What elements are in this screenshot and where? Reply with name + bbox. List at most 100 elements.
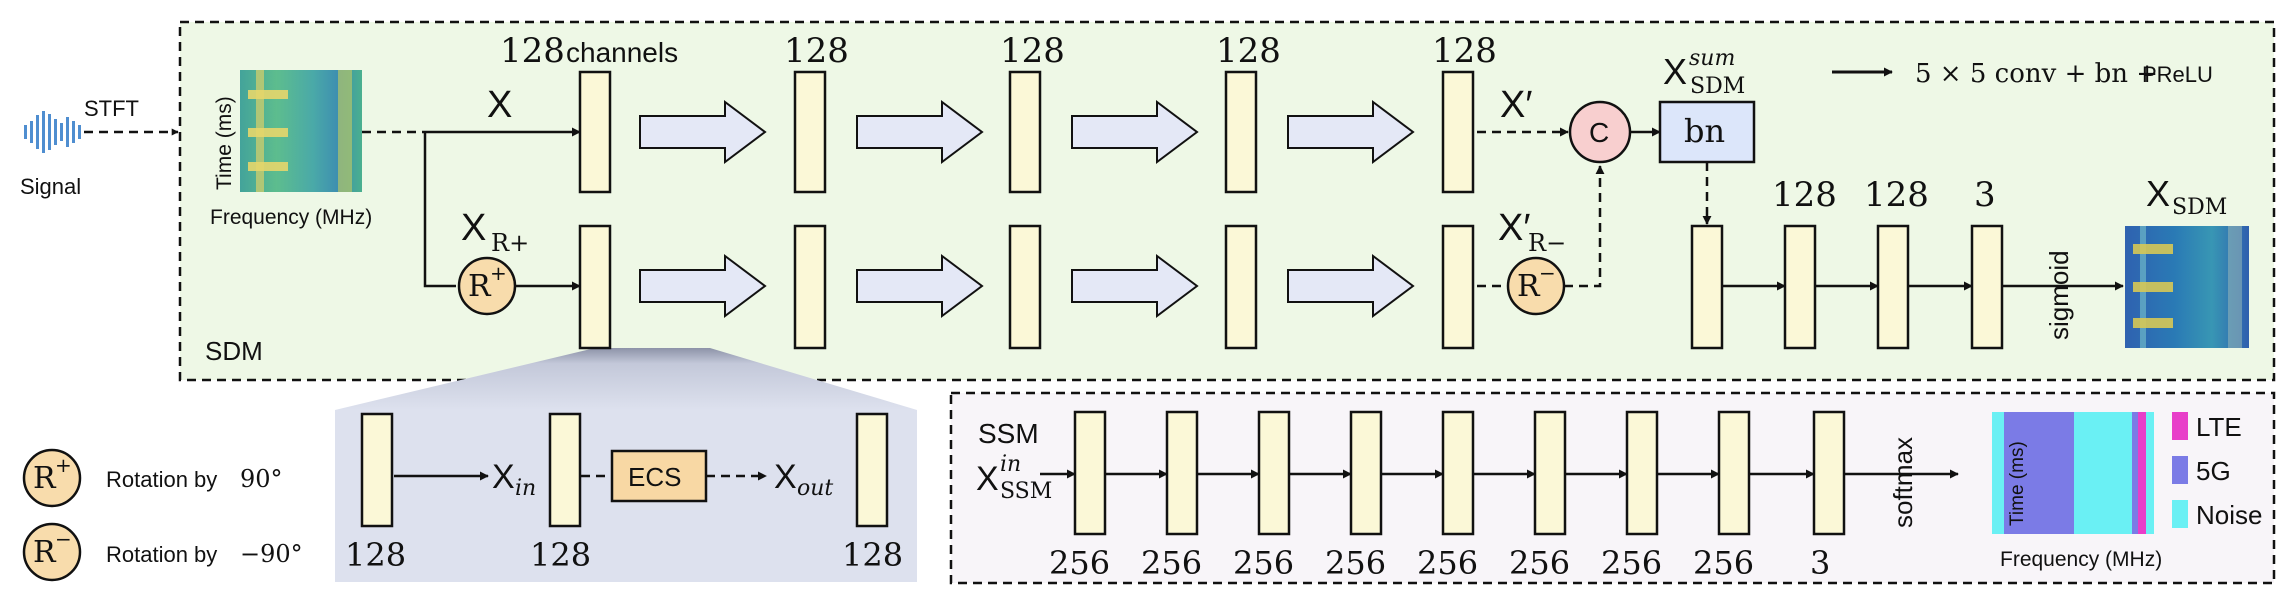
output-label-base: X — [2146, 173, 2170, 214]
signal-icon — [24, 111, 81, 153]
conv-block-bottom — [1224, 224, 1258, 350]
top-output-label: X′ — [1500, 84, 1532, 126]
legend-rotation-plus-icon — [22, 448, 82, 508]
legend-conv-text: 5 × 5 conv + bn + — [1915, 59, 2158, 89]
ssm-output-map — [1992, 412, 2154, 534]
ssm-channel-label: 256 — [1141, 544, 1202, 582]
signal-bar — [30, 121, 33, 143]
sdm-panel-label: SDM — [205, 336, 263, 366]
conv-block-top — [1224, 70, 1258, 194]
ecs-channel-label: 128 — [842, 536, 903, 574]
ssm-conv-block — [1073, 410, 1107, 536]
ecs-channel-label: 128 — [345, 536, 406, 574]
sdm-head-blocks — [1690, 224, 2004, 350]
signal-bar — [60, 123, 63, 141]
concat-symbol: C — [1589, 117, 1609, 148]
top-channel-label: 128 — [1000, 31, 1065, 71]
conv-block-top — [578, 70, 612, 194]
ssm-output-strip — [2004, 412, 2074, 534]
legend-rotation-plus-text: Rotation by — [106, 467, 217, 492]
ssm-output-x-axis: Frequency (MHz) — [2000, 548, 2162, 571]
fat-arrow — [1071, 254, 1199, 318]
legend-rotation-minus-text: Rotation by — [106, 542, 217, 567]
fat-arrow — [856, 100, 984, 164]
ssm-input-sup: in — [1000, 452, 1021, 477]
rotation-minus-node-sup: − — [1539, 261, 1556, 285]
conv-block-bottom — [578, 224, 612, 350]
fat-arrow — [639, 100, 767, 164]
ecs-label: ECS — [628, 462, 681, 492]
ssm-channel-label: 3 — [1810, 544, 1830, 582]
conv-block-bottom — [1008, 224, 1042, 350]
head-conv-block — [1783, 224, 1817, 350]
ecs-detail-blocks — [360, 412, 889, 528]
bottom-output-label-sub: R− — [1528, 229, 1566, 257]
class-swatch — [2172, 500, 2188, 528]
conv-block-top — [1008, 70, 1042, 194]
class-label: LTE — [2196, 412, 2242, 442]
top-channel-label: 128 — [1432, 31, 1497, 71]
ssm-channel-label: 256 — [1509, 544, 1570, 582]
bottom-input-label-sub: R+ — [491, 229, 529, 257]
ssm-conv-block — [1717, 410, 1751, 536]
ssm-channel-label: 256 — [1233, 544, 1294, 582]
legend-rotation-minus-base: R — [33, 535, 57, 570]
ssm-conv-blocks — [1040, 410, 1846, 536]
fat-arrow — [1287, 100, 1415, 164]
class-swatch — [2172, 456, 2188, 484]
conv-block-bottom — [1441, 224, 1475, 350]
legend-rotation-plus-sup: + — [55, 453, 72, 477]
sum-label-sup: sum — [1689, 46, 1735, 71]
rotation-plus-node-base: R — [468, 269, 492, 304]
top-input-label: X — [487, 84, 512, 126]
input-spectrogram — [240, 70, 362, 192]
ssm-channel-label: 256 — [1417, 544, 1478, 582]
ssm-panel-label: SSM — [978, 418, 1039, 449]
first-channels-number: 128 — [500, 31, 565, 71]
conv-block-bottom — [793, 224, 827, 350]
signal-bar — [24, 125, 27, 139]
signal-bar — [72, 121, 75, 143]
ssm-conv-block — [1625, 410, 1659, 536]
ssm-output-strip — [2138, 412, 2146, 534]
rotation-plus-node-sup: + — [490, 261, 507, 285]
stft-label: STFT — [84, 96, 139, 121]
conv-block-top — [1441, 70, 1475, 194]
bn-label: bn — [1684, 112, 1725, 150]
head-channel-label: 3 — [1974, 175, 1996, 215]
input-spectrogram-y-axis: Time (ms) — [213, 96, 236, 190]
ssm-conv-block — [1349, 410, 1383, 536]
signal-bar — [36, 115, 39, 149]
bottom-branch-line — [423, 132, 456, 288]
class-label: 5G — [2196, 456, 2231, 486]
ssm-channel-label: 256 — [1601, 544, 1662, 582]
head-channel-label: 128 — [1772, 175, 1837, 215]
ssm-conv-block — [1533, 410, 1567, 536]
input-spectrogram-x-axis: Frequency (MHz) — [210, 206, 372, 229]
fat-arrow — [1071, 100, 1199, 164]
softmax-label: softmax — [1888, 437, 1918, 528]
rotation-minus-to-concat — [1564, 165, 1605, 288]
ecs-output-sub: out — [797, 476, 833, 501]
output-label-sub: SDM — [2172, 195, 2227, 220]
signal-bar — [66, 117, 69, 147]
ecs-block — [610, 449, 708, 503]
legend-rotation-minus-angle: −90° — [240, 540, 303, 568]
ssm-conv-block — [1257, 410, 1291, 536]
ssm-output-strip — [2132, 412, 2138, 534]
head-conv-block — [1876, 224, 1910, 350]
fat-arrow — [1287, 254, 1415, 318]
signal-bar — [78, 125, 81, 139]
legend-rotation-plus-angle: 90° — [240, 465, 283, 493]
ssm-output-strip — [1992, 412, 2004, 534]
ssm-channel-label: 256 — [1693, 544, 1754, 582]
legend-rotation-minus-icon — [22, 522, 82, 582]
ecs-input-base: X — [492, 458, 515, 496]
first-channels-word: channels — [566, 37, 678, 68]
ecs-output-base: X — [774, 458, 797, 496]
ssm-output-strip — [2074, 412, 2132, 534]
sdm-fat-arrows — [639, 100, 1415, 318]
